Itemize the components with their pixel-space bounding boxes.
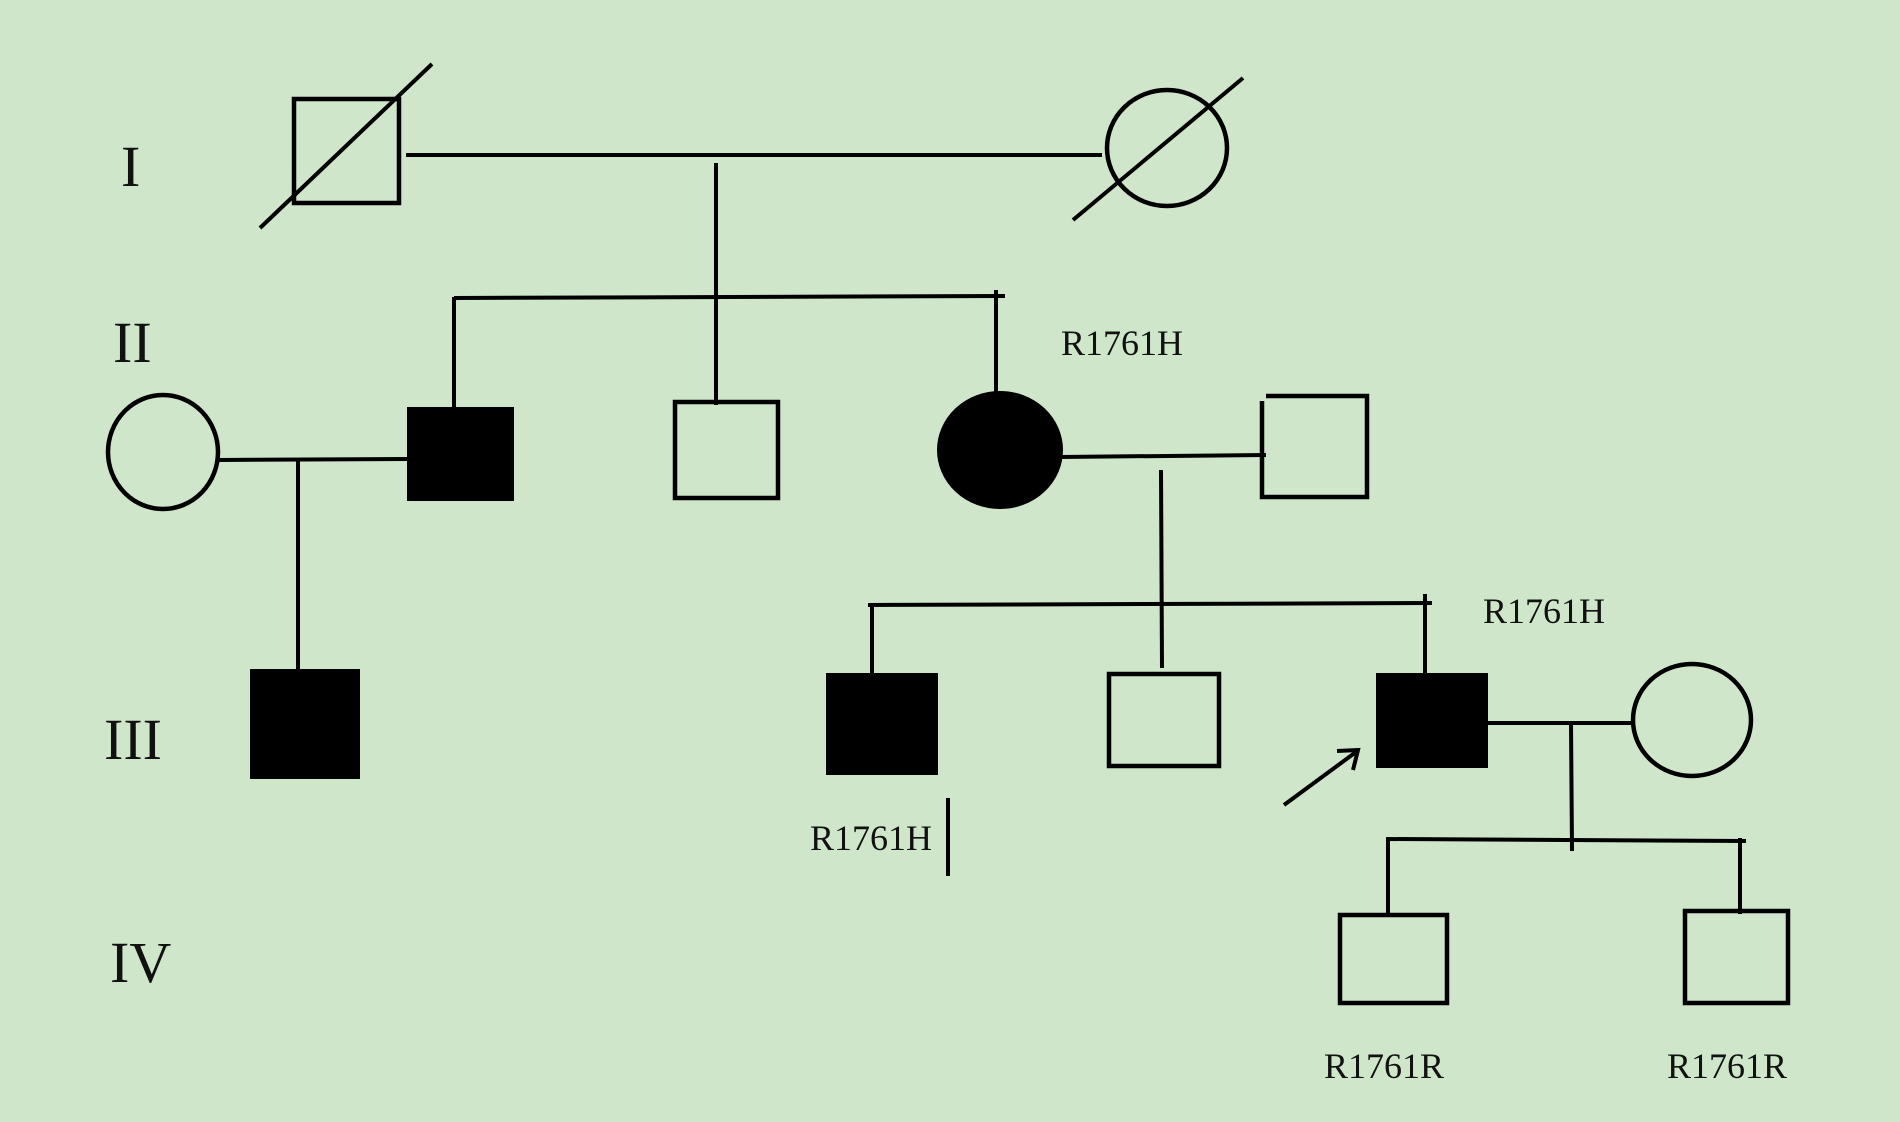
female-symbol xyxy=(1630,661,1754,779)
female-symbol xyxy=(105,392,221,512)
individual-III-5 xyxy=(1630,661,1754,779)
descent-line-II-4-II-5 xyxy=(1159,469,1164,669)
descent-line-III-4-III-5 xyxy=(1569,722,1574,852)
sibship-line-III xyxy=(867,601,1433,607)
male-symbol xyxy=(1106,671,1222,769)
individual-II-4: R1761H xyxy=(937,323,1183,509)
generation-label-II: II xyxy=(113,310,152,375)
individual-I-2 xyxy=(1071,76,1245,222)
deceased-slash xyxy=(258,62,434,230)
genotype-label-III-2: R1761H xyxy=(810,818,932,858)
affected-male-symbol xyxy=(1376,673,1488,768)
sibship-line-II xyxy=(453,294,1006,300)
individual-II-3 xyxy=(672,399,781,501)
marriage-line-II-4-II-5 xyxy=(1059,453,1267,459)
male-symbol xyxy=(1337,912,1450,1006)
genotype-label-II-4: R1761H xyxy=(1061,323,1183,363)
male-symbol xyxy=(1259,393,1370,500)
individual-III-4-proband: R1761H xyxy=(1282,591,1605,807)
proband-arrow-icon xyxy=(1282,747,1361,807)
individual-II-5 xyxy=(1259,393,1370,500)
individual-I-1 xyxy=(258,62,434,230)
male-symbol xyxy=(1682,908,1791,1006)
individual-IV-1: R1761R xyxy=(1324,912,1450,1086)
female-symbol xyxy=(1104,87,1230,209)
affected-male-symbol xyxy=(407,407,514,501)
marriage-line-II-1-II-2 xyxy=(217,457,409,462)
generation-label-I: I xyxy=(121,134,140,199)
individual-II-2 xyxy=(407,407,514,501)
generation-label-IV: IV xyxy=(110,930,171,995)
affected-female-symbol xyxy=(937,391,1063,509)
deceased-slash xyxy=(1071,76,1245,222)
male-symbol xyxy=(291,96,402,206)
male-symbol xyxy=(672,399,781,501)
genotype-label-IV-1: R1761R xyxy=(1324,1046,1444,1086)
individual-IV-2: R1761R xyxy=(1667,908,1791,1086)
genotype-label-III-4: R1761H xyxy=(1483,591,1605,631)
genotype-label-IV-2: R1761R xyxy=(1667,1046,1787,1086)
individual-III-1 xyxy=(250,669,360,779)
generation-label-III: III xyxy=(104,707,162,772)
individual-III-2: R1761H xyxy=(810,673,950,876)
individual-II-1 xyxy=(105,392,221,512)
affected-male-symbol xyxy=(250,669,360,779)
individual-III-3 xyxy=(1106,671,1222,769)
affected-male-symbol xyxy=(826,673,938,775)
sibship-line-IV xyxy=(1385,837,1747,843)
